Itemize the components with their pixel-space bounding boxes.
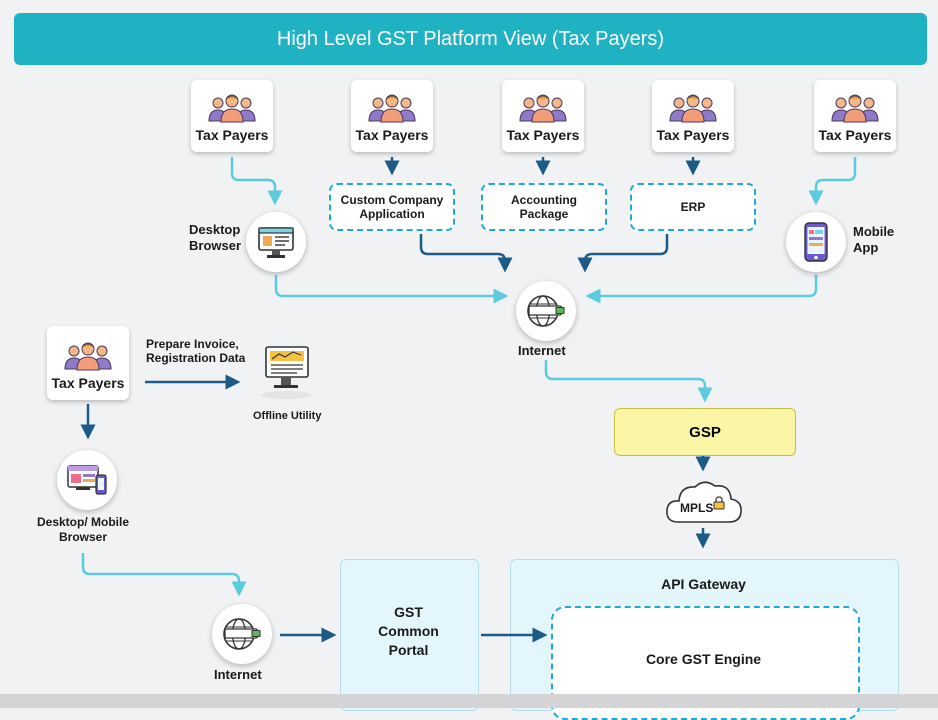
desktop-mobile-line2: Browser: [58, 530, 108, 544]
arrow-erp-internet: [577, 234, 669, 273]
connector-desktop-internet: [274, 275, 509, 304]
desktop-browser-node: [246, 212, 306, 272]
desktop-browser-line1: Desktop: [189, 222, 241, 237]
core-gst-engine-label: Core GST Engine: [645, 651, 762, 667]
mobile-app-icon: [804, 222, 828, 262]
bottom-scroll-strip: [0, 694, 938, 708]
connector-desktopmobile-internet: [81, 553, 247, 597]
portal-line3: Portal: [388, 642, 429, 658]
custom-app-line1: Custom Company: [340, 193, 444, 207]
title-bar: High Level GST Platform View (Tax Payers…: [14, 13, 927, 65]
cloud-icon: [666, 481, 742, 523]
mobile-app-line1: Mobile: [853, 224, 895, 239]
internet-label-top: Internet: [518, 343, 566, 358]
tax-payers-label: Tax Payers: [195, 127, 269, 143]
portal-line1: GST: [394, 604, 423, 620]
accounting-line1: Accounting: [511, 193, 577, 207]
desktop-mobile-node: [57, 450, 117, 510]
tax-payers-label: Tax Payers: [51, 375, 125, 391]
gsp-label: GSP: [689, 423, 721, 441]
erp-box: ERP: [630, 183, 756, 231]
mpls-label: MPLS: [680, 501, 714, 515]
tax-payers-label: Tax Payers: [355, 127, 429, 143]
tax-payers-card-2: Tax Payers: [351, 80, 433, 152]
lock-icon: [713, 496, 725, 510]
people-icon: [519, 94, 567, 123]
mobile-app-node: [786, 212, 846, 272]
people-icon: [831, 94, 879, 123]
tax-payers-card-5: Tax Payers: [814, 80, 896, 152]
people-icon: [669, 94, 717, 123]
connector-mobile-internet: [585, 275, 818, 304]
internet-node-top: [516, 281, 576, 341]
globe-icon: [223, 618, 261, 650]
tax-payers-card-left: Tax Payers: [47, 326, 129, 400]
api-gateway-label: API Gateway: [661, 576, 746, 592]
mobile-app-line2: App: [853, 240, 879, 255]
people-icon: [368, 94, 416, 123]
tax-payers-label: Tax Payers: [506, 127, 580, 143]
desktop-mobile-line1: Desktop/ Mobile: [36, 515, 129, 529]
tax-payers-card-4: Tax Payers: [652, 80, 734, 152]
tax-payers-label: Tax Payers: [656, 127, 730, 143]
offline-utility-node: [257, 345, 315, 403]
people-icon: [64, 342, 112, 371]
desktop-mobile-icon: [67, 465, 107, 495]
gst-common-portal-label: GST Common Portal: [340, 603, 477, 660]
connector-taxpayer5-mobile: [808, 157, 857, 206]
people-icon: [208, 94, 256, 123]
accounting-line2: Package: [519, 207, 569, 221]
desktop-browser-line2: Browser: [189, 238, 242, 253]
offline-utility-icon: [261, 346, 311, 399]
desktop-browser-icon: [258, 227, 294, 258]
erp-label: ERP: [680, 200, 706, 214]
tax-payers-card-1: Tax Payers: [191, 80, 273, 152]
arrow-custom-internet: [419, 234, 513, 273]
connector-taxpayer1-desktop: [230, 157, 283, 206]
internet-label-bottom: Internet: [214, 667, 262, 682]
custom-app-line2: Application: [359, 207, 425, 221]
prepare-invoice-label: Prepare Invoice,Registration Data: [146, 337, 245, 365]
offline-utility-label: Offline Utility: [253, 410, 322, 422]
page-title: High Level GST Platform View (Tax Payers…: [276, 27, 665, 50]
connector-internet-gsp: [544, 360, 713, 403]
globe-icon: [527, 295, 565, 327]
tax-payers-label: Tax Payers: [818, 127, 892, 143]
prepare-line2: Registration Data: [146, 351, 246, 365]
portal-line2: Common: [378, 623, 439, 639]
gst-common-portal-panel: [340, 559, 479, 711]
prepare-line1: Prepare Invoice,: [146, 337, 239, 351]
tax-payers-card-3: Tax Payers: [502, 80, 584, 152]
internet-node-bottom: [212, 604, 272, 664]
gsp-box: GSP: [614, 408, 796, 456]
